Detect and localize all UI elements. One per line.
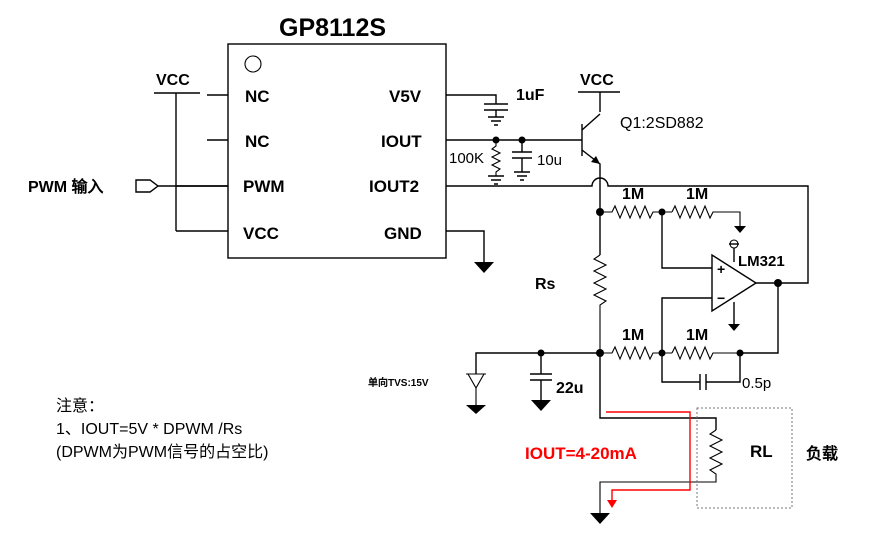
ground-icon-chip xyxy=(474,262,494,273)
ground-icon-1uf xyxy=(488,110,504,126)
pin-iout2: IOUT2 xyxy=(369,177,419,196)
tvs-diode xyxy=(466,373,486,405)
cap-10u xyxy=(512,140,532,181)
emitter-arrow-icon xyxy=(591,156,600,164)
ground-arrow-opamp xyxy=(728,324,740,331)
pin1-marker xyxy=(244,55,262,73)
opamp-minus: − xyxy=(717,290,725,306)
note-line1: 1、IOUT=5V * DPWM /Rs xyxy=(56,421,242,438)
chip-body xyxy=(227,43,447,259)
ground-arrow-top xyxy=(734,226,746,233)
load-top-wire xyxy=(599,353,717,430)
pin-nc-1: NC xyxy=(245,87,270,106)
pwm-input-label: PWM 输入 xyxy=(28,177,104,196)
res-1m-a-label: 1M xyxy=(622,186,644,203)
v5v-wire xyxy=(446,94,497,104)
res-100k-label: 100K xyxy=(449,150,484,167)
res-1m-c-label: 1M xyxy=(622,327,644,344)
pin-vcc: VCC xyxy=(243,224,279,243)
current-flow-arrow xyxy=(606,411,691,500)
vcc-left-wire xyxy=(154,92,200,231)
pwm-input-port xyxy=(135,179,160,193)
opamp-output-wire xyxy=(740,282,779,354)
cap-05p xyxy=(661,353,741,390)
ground-icon-tvs xyxy=(466,405,486,414)
ground-icon-22u xyxy=(531,400,551,411)
note-line2: (DPWM为PWM信号的占空比) xyxy=(56,443,268,461)
cap-22u-label: 22u xyxy=(556,380,584,397)
rs-label: Rs xyxy=(535,276,556,293)
tvs-label: 单向TVS:15V xyxy=(368,376,429,389)
pin-v5v: V5V xyxy=(389,87,422,106)
res-1m-bottom-left xyxy=(600,345,672,361)
vcc-right-label: VCC xyxy=(580,72,614,89)
cap-1uf-label: 1uF xyxy=(516,87,545,104)
vcc-right-wire xyxy=(578,91,620,112)
res-100k xyxy=(490,140,502,176)
junction-opamp-out xyxy=(774,279,782,287)
res-1m-bottom-right xyxy=(671,345,740,361)
iout-range-label: IOUT=4-20mA xyxy=(525,444,637,463)
res-1m-top-left xyxy=(600,204,672,220)
opamp-plus: + xyxy=(717,261,725,277)
transistor-label: Q1:2SD882 xyxy=(620,115,704,132)
pin-gnd: GND xyxy=(384,224,422,243)
note-title: 注意： xyxy=(56,396,104,415)
cap-1uf xyxy=(484,103,508,111)
chip-title: GP8112S xyxy=(279,14,386,42)
cap-10u-label: 10u xyxy=(537,152,562,169)
pin-iout: IOUT xyxy=(381,132,422,151)
res-rs xyxy=(592,254,608,353)
cap-22u xyxy=(530,353,552,400)
rl-label: RL xyxy=(750,442,773,461)
gnd-wire xyxy=(446,230,485,262)
load-label: 负载 xyxy=(806,444,838,463)
vcc-left-label: VCC xyxy=(156,72,190,89)
load-box xyxy=(696,407,793,509)
res-1m-b-label: 1M xyxy=(686,186,708,203)
ground-icon-100k xyxy=(488,175,504,185)
opamp-lm321 xyxy=(711,253,758,313)
res-1m-top-right xyxy=(671,204,741,226)
tvs-wire xyxy=(475,352,600,374)
ground-icon-load xyxy=(590,513,610,524)
opamp-plus-wire xyxy=(661,212,712,269)
current-arrow-head-icon xyxy=(607,500,617,508)
iout2-feedback-wire xyxy=(446,177,809,284)
cap-05p-label: 0.5p xyxy=(742,375,771,392)
opamp-label: LM321 xyxy=(738,253,785,270)
res-1m-d-label: 1M xyxy=(686,327,708,344)
opamp-minus-wire xyxy=(661,297,712,353)
pin-nc-2: NC xyxy=(245,132,270,151)
left-pin-leads xyxy=(176,94,228,232)
res-rl xyxy=(599,429,724,513)
pin-pwm: PWM xyxy=(243,177,285,196)
